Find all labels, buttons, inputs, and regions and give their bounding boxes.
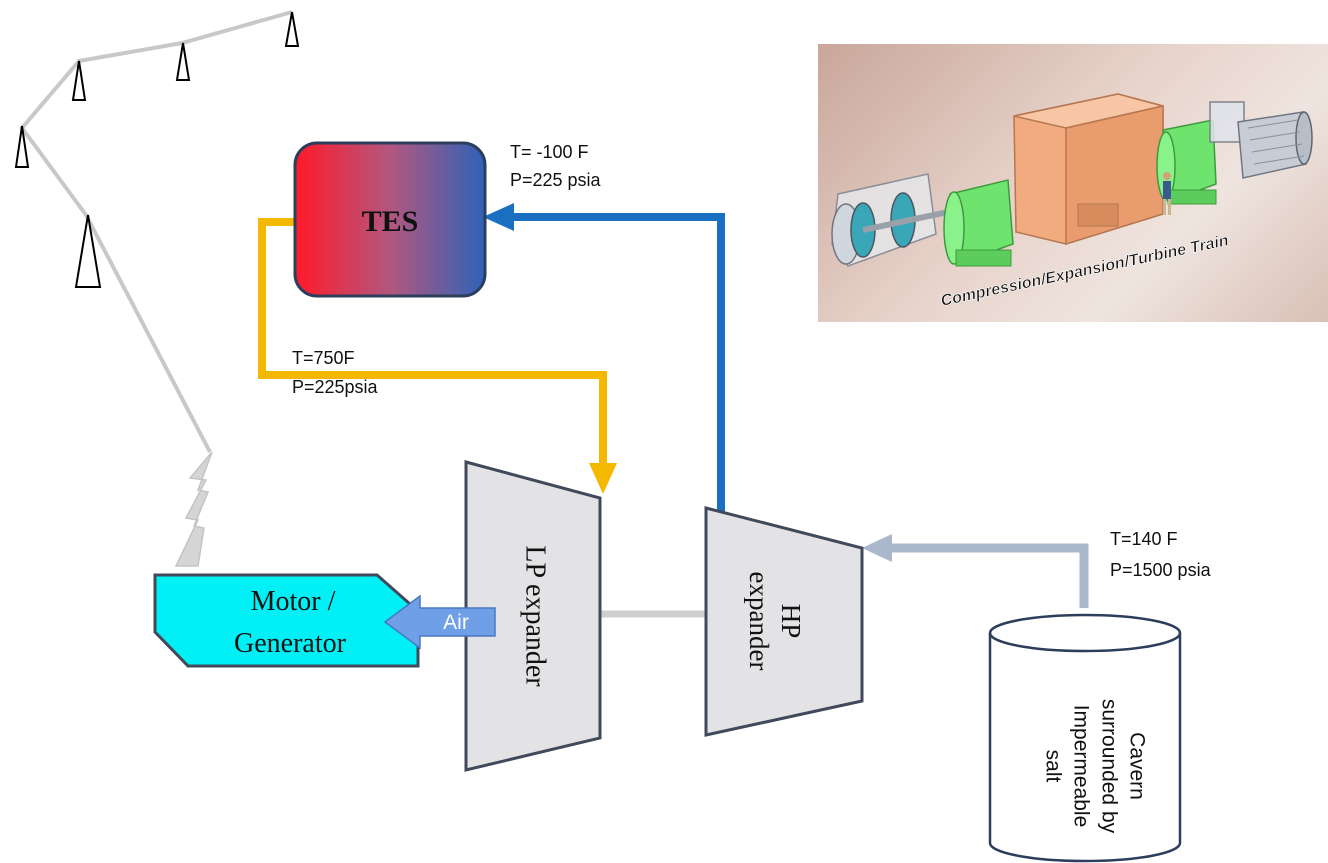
tes-tank: TES xyxy=(293,141,487,298)
hot-air-arrow xyxy=(589,463,617,494)
cavern-air-line xyxy=(890,543,1089,608)
hp-expander-label-line1: HP xyxy=(776,604,806,639)
compressor-casing xyxy=(831,173,949,267)
cavern-air-arrow xyxy=(862,534,892,562)
transmission-tower-icon xyxy=(71,60,87,101)
turbine-train-illustration: Compression/Expansion/Turbine Train xyxy=(831,93,1313,310)
cavern-outlet-pressure: P=1500 psia xyxy=(1110,560,1212,580)
hp-expander-label-line2: expander xyxy=(744,572,774,671)
hp-expander: HP expander xyxy=(704,506,864,737)
lightning-bolt-icon xyxy=(174,451,213,567)
cold-air-line xyxy=(512,213,725,512)
transmission-line xyxy=(14,10,300,453)
cavern-outlet-temperature: T=140 F xyxy=(1110,529,1178,549)
tes-outlet-temperature: T=750F xyxy=(292,348,355,368)
cavern-label-line4: salt xyxy=(1041,750,1064,783)
tes-inlet-pressure: P=225 psia xyxy=(510,170,602,190)
tes-outlet-pressure: P=225psia xyxy=(292,377,379,397)
motor-generator-label-line2: Generator xyxy=(234,628,347,659)
motor-generator: Motor / Generator xyxy=(153,573,420,668)
turbine-train-photo: Compression/Expansion/Turbine Train xyxy=(818,44,1328,322)
person-for-scale-icon xyxy=(1163,172,1171,215)
transmission-tower-icon xyxy=(74,214,102,288)
tes-inlet-temperature: T= -100 F xyxy=(510,142,589,162)
tes-label: TES xyxy=(362,205,419,238)
transmission-tower-icon xyxy=(14,125,30,168)
motor-generator-label-line1: Motor / xyxy=(251,586,336,617)
hot-air-line xyxy=(258,218,607,465)
transmission-tower-icon xyxy=(175,42,191,81)
central-motor-generator xyxy=(1013,93,1164,246)
lp-expander-label: LP expander xyxy=(520,545,551,687)
salt-cavern: Cavern surrounded by Impermeable salt xyxy=(988,613,1182,863)
lp-expander: LP expander xyxy=(464,460,602,772)
cavern-label-line3: Impermeable xyxy=(1069,705,1092,828)
transmission-tower-icon xyxy=(284,11,300,47)
air-inlet-arrow: Air xyxy=(383,594,496,650)
turbine xyxy=(1209,101,1313,179)
green-coupling-left xyxy=(943,179,1014,267)
air-label: Air xyxy=(443,611,469,634)
green-coupling-right xyxy=(1156,119,1217,205)
cavern-label-line1: Cavern xyxy=(1125,732,1148,800)
cavern-label-line2: surrounded by xyxy=(1097,699,1120,834)
cold-air-arrow xyxy=(483,203,514,231)
